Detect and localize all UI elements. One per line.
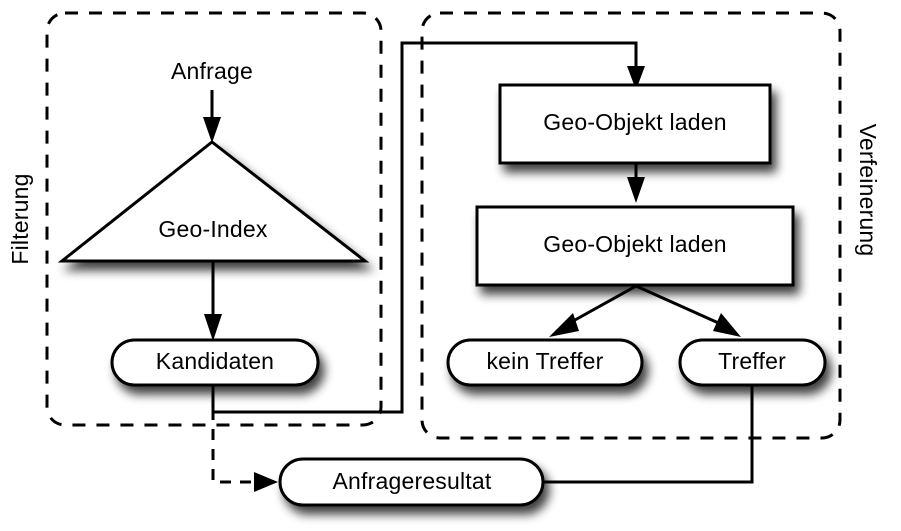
- filterung-dashed-border: [45, 11, 383, 427]
- node-anfrage[interactable]: Anfrage: [171, 58, 253, 84]
- edge-geo-objekt-laden-2-to-kein-treffer: [549, 284, 637, 337]
- node-geo-objekt-laden-2[interactable]: Geo-Objekt laden: [475, 205, 795, 287]
- arrowhead-into-treffer: [713, 313, 741, 337]
- node-kein-treffer[interactable]: kein Treffer: [446, 338, 644, 387]
- verfeinerung-label: Verfeinerung: [855, 124, 881, 257]
- node-kandidaten[interactable]: Kandidaten: [110, 338, 320, 387]
- anfrageresultat-stadium-shape: [278, 457, 545, 507]
- edge-geo-objekt-laden-2-to-treffer: [635, 284, 741, 337]
- edge-geo-objekt-laden-1-to-2: [627, 163, 645, 203]
- kein-treffer-stadium-shape: [446, 338, 644, 387]
- node-geo-objekt-laden-1-label: Geo-Objekt laden: [543, 109, 726, 135]
- node-anfrageresultat[interactable]: Anfrageresultat: [278, 457, 545, 507]
- edge-anfrage-to-geo-index: [203, 90, 221, 143]
- treffer-stadium-shape: [678, 338, 827, 387]
- node-treffer[interactable]: Treffer: [678, 338, 827, 387]
- verfeinerung-dashed-border: [420, 11, 842, 440]
- node-geo-index-label: Geo-Index: [158, 216, 267, 242]
- group-filterung: Filterung: [7, 11, 383, 427]
- arrowhead-into-kandidaten: [204, 314, 222, 341]
- geo-objekt-laden-1-rect-shape: [498, 83, 772, 165]
- geo-index-triangle-shape: [57, 140, 370, 263]
- edge-kandidaten-to-geo-objekt-laden-1: [211, 41, 645, 414]
- kandidaten-stadium-shape: [110, 338, 320, 387]
- arrowhead-into-kein-treffer: [549, 313, 579, 337]
- filterung-label: Filterung: [7, 173, 33, 264]
- geo-objekt-laden-2-rect-shape: [475, 205, 795, 287]
- node-geo-objekt-laden-2-label: Geo-Objekt laden: [543, 231, 726, 257]
- node-anfrageresultat-label: Anfrageresultat: [333, 468, 492, 494]
- arrowhead-into-geo-objekt-laden-1: [627, 66, 645, 90]
- node-treffer-label: Treffer: [718, 348, 786, 374]
- edge-geo-index-to-kandidaten: [204, 261, 222, 341]
- arrowhead-into-geo-index: [203, 117, 221, 143]
- node-geo-index[interactable]: Geo-Index: [57, 140, 370, 263]
- arrowhead-into-geo-objekt-laden-2: [627, 177, 645, 203]
- arrowhead-into-anfrageresultat: [254, 472, 278, 492]
- group-verfeinerung: Verfeinerung: [420, 11, 881, 440]
- node-anfrage-label: Anfrage: [171, 58, 253, 84]
- node-geo-objekt-laden-1[interactable]: Geo-Objekt laden: [498, 83, 772, 165]
- edge-treffer-to-anfrageresultat: [543, 383, 754, 484]
- node-kandidaten-label: Kandidaten: [156, 348, 274, 374]
- edge-kandidaten-to-anfrageresultat: [211, 389, 278, 492]
- node-kein-treffer-label: kein Treffer: [486, 348, 603, 374]
